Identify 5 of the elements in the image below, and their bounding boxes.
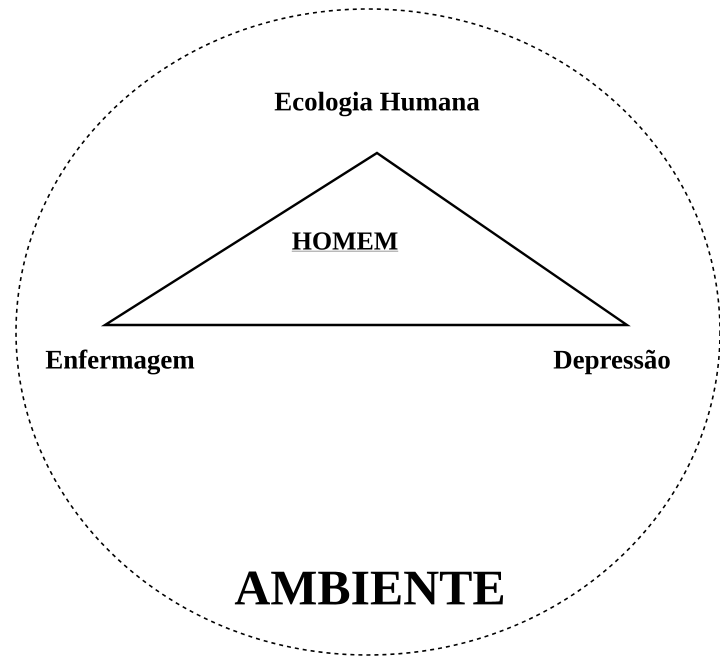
vertex-label: Depressão (554, 350, 670, 374)
center-label: HOMEM (292, 232, 398, 252)
vertex-label: Ecologia Humana (274, 92, 480, 116)
vertex-label: Enfermagem (46, 350, 194, 374)
region-label: AMBIENTE (234, 571, 504, 604)
